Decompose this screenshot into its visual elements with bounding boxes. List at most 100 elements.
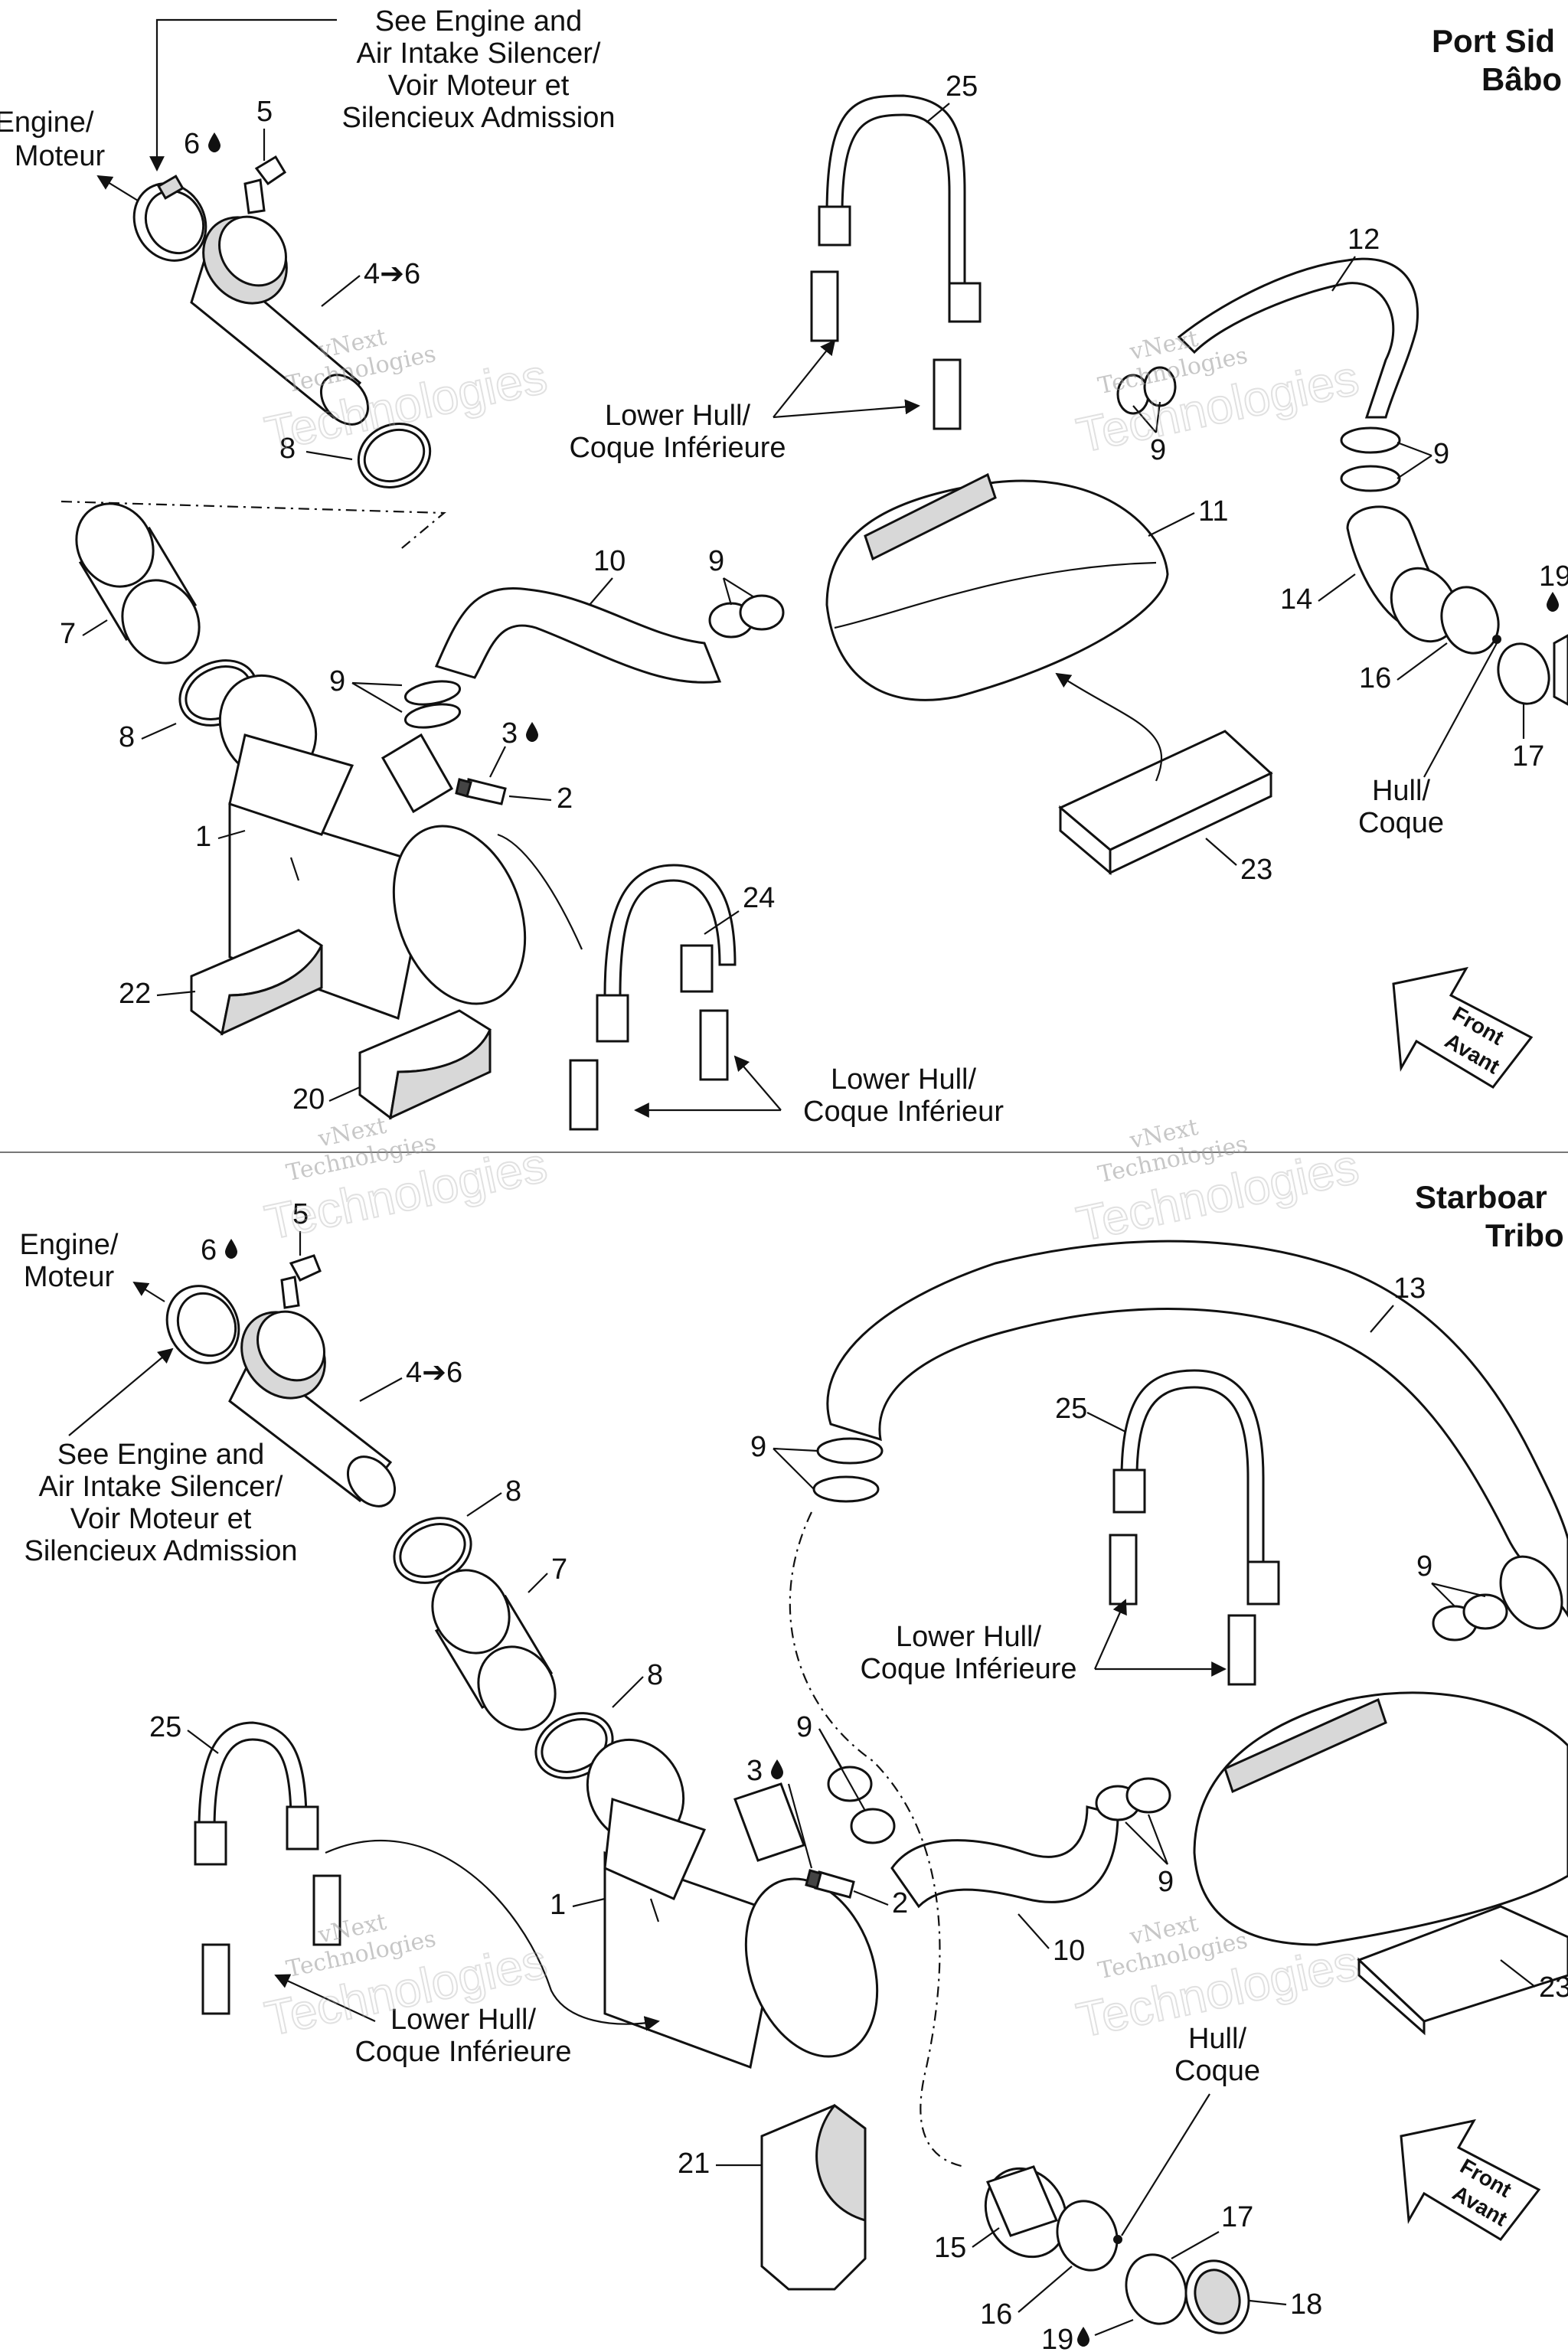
- svg-text:16: 16: [980, 2298, 1012, 2331]
- callouts-top: 5 6 4➔6 8 7 8 1 9 3 2 10 9 11 25 12 9: [60, 70, 1568, 1116]
- svg-text:14: 14: [1280, 583, 1312, 616]
- part-10-pipe-top: [434, 587, 722, 684]
- part-8-clamp-inner-top: [363, 428, 426, 483]
- hull-point-top: [1492, 635, 1501, 644]
- svg-text:1: 1: [550, 1889, 566, 1921]
- svg-text:9: 9: [1433, 438, 1449, 470]
- callouts-bottom: 5 6 4➔6 8 7 8 1 9 3 2 10 9 13 9 25 9: [149, 1198, 1568, 2352]
- part-8-clamp-inner-bottom: [399, 1523, 466, 1578]
- svg-text:25: 25: [946, 70, 978, 103]
- part-9-clamp-a-top: [403, 680, 462, 706]
- hull-label-top: Hull/ Coque: [1358, 775, 1444, 839]
- part-24-strap-top: [569, 864, 737, 1131]
- part-9-clamp-d-top: [739, 594, 785, 631]
- svg-text:Engine/: Engine/: [0, 106, 94, 139]
- svg-text:3: 3: [501, 717, 518, 750]
- part-7-sleeve-top: [75, 502, 201, 665]
- svg-text:Hull/: Hull/: [1372, 775, 1430, 807]
- part-4-hose-top: [190, 215, 370, 426]
- part-15-body-bottom: [985, 2165, 1059, 2237]
- lower-hull-label-mid: Lower Hull/ Coque Inférieur: [803, 1063, 1004, 1128]
- svg-text:Lower Hull/: Lower Hull/: [896, 1621, 1042, 1653]
- fluid-drop-icon: [208, 132, 220, 152]
- front-arrow-bottom: Front Avant: [1400, 2118, 1541, 2241]
- fluid-drop-icon: [771, 1759, 783, 1779]
- port-side-title-fr: Bâbo: [1481, 61, 1562, 97]
- svg-text:Silencieux Admission: Silencieux Admission: [24, 1535, 298, 1567]
- fluid-drop-icon: [1077, 2327, 1089, 2347]
- svg-text:8: 8: [505, 1475, 521, 1508]
- starboard-side-title-fr: Tribo: [1485, 1217, 1564, 1253]
- svg-text:2: 2: [557, 782, 573, 815]
- svg-text:8: 8: [279, 433, 296, 465]
- svg-text:24: 24: [743, 882, 775, 914]
- svg-text:See Engine and: See Engine and: [375, 5, 582, 38]
- hull-leader-top: [1423, 642, 1498, 778]
- svg-text:Coque Inférieure: Coque Inférieure: [569, 432, 786, 464]
- part-9-clamp-b-bottom: [850, 1808, 896, 1844]
- part-16-ring-bottom: [1056, 2200, 1119, 2272]
- part-25-brackets-top: [810, 270, 962, 430]
- svg-text:9: 9: [1158, 1866, 1174, 1898]
- part-23-pad-bottom: [1357, 1905, 1568, 2036]
- part-14-flange-top: [1390, 567, 1459, 643]
- svg-text:4➔6: 4➔6: [364, 258, 420, 290]
- part-2-sensor-top: [455, 778, 507, 805]
- svg-text:9: 9: [329, 665, 345, 697]
- part-11-waterbox-bottom: [1193, 1691, 1568, 1946]
- part-5-fitting-bottom: [280, 1254, 322, 1309]
- svg-text:See Engine and: See Engine and: [57, 1439, 264, 1471]
- svg-text:Coque: Coque: [1174, 2055, 1260, 2087]
- part-25-strap-bottom-right: [1109, 1369, 1280, 1686]
- see-engine-leader-top: [149, 18, 337, 172]
- part-20-support-top: [358, 1009, 492, 1120]
- svg-text:8: 8: [647, 1659, 663, 1691]
- part-9-clamp-d-bottom: [1125, 1777, 1171, 1814]
- lower-hull-label-bottom-right: Lower Hull/ Coque Inférieure: [860, 1621, 1076, 1685]
- part-4-hose-bottom: [228, 1310, 397, 1508]
- part-9-clamp-h-bottom: [1462, 1593, 1508, 1630]
- lower-hull-leader-d-mid: [733, 1055, 782, 1111]
- engine-leader-bottom: [132, 1281, 165, 1302]
- fluid-drop-icon: [1547, 592, 1559, 612]
- watermark-d: vNext Technologies Technologies: [1071, 1114, 1364, 1253]
- part-2-sensor-bottom: [805, 1869, 855, 1899]
- svg-text:9: 9: [708, 545, 724, 577]
- svg-text:8: 8: [119, 721, 135, 753]
- svg-text:Lower Hull/: Lower Hull/: [390, 2004, 537, 2036]
- svg-text:17: 17: [1512, 740, 1544, 773]
- svg-text:4➔6: 4➔6: [406, 1357, 462, 1389]
- engine-clamp-inner-bottom: [176, 1292, 237, 1357]
- svg-text:9: 9: [1416, 1550, 1432, 1583]
- svg-text:Moteur: Moteur: [24, 1261, 115, 1293]
- part-25-strap-bottom-left: [194, 1721, 341, 2015]
- svg-text:11: 11: [1198, 495, 1228, 528]
- svg-text:5: 5: [292, 1198, 309, 1230]
- see-engine-label-bottom: See Engine and Air Intake Silencer/ Voir…: [24, 1439, 298, 1567]
- svg-text:Hull/: Hull/: [1188, 2023, 1246, 2055]
- engine-label-top: Engine/ Moteur: [0, 106, 105, 172]
- svg-text:21: 21: [678, 2148, 710, 2180]
- part-11-waterbox-top: [825, 472, 1169, 701]
- svg-text:22: 22: [119, 978, 151, 1010]
- svg-text:Air Intake Silencer/: Air Intake Silencer/: [357, 38, 601, 70]
- svg-text:6: 6: [184, 128, 200, 160]
- part-23-leader-top: [1055, 672, 1162, 782]
- lower-hull-leader-a-top: [773, 339, 836, 418]
- front-arrow-top: Front Avant: [1392, 966, 1534, 1089]
- axis-line-top-left: [60, 500, 446, 552]
- svg-text:23: 23: [1539, 1971, 1568, 2004]
- fluid-drop-icon: [225, 1239, 237, 1259]
- svg-text:25: 25: [1055, 1393, 1087, 1425]
- svg-text:19: 19: [1041, 2324, 1073, 2352]
- svg-text:7: 7: [551, 1553, 567, 1586]
- svg-text:20: 20: [292, 1083, 325, 1116]
- svg-text:9: 9: [750, 1431, 766, 1463]
- svg-text:17: 17: [1221, 2201, 1253, 2233]
- hull-label-bottom: Hull/ Coque: [1174, 2023, 1260, 2087]
- svg-text:Silencieux Admission: Silencieux Admission: [342, 102, 616, 134]
- starboard-side-title: Starboar: [1415, 1179, 1547, 1215]
- part-8-clamp-lower-inner-bottom: [541, 1718, 608, 1773]
- svg-text:3: 3: [746, 1755, 763, 1787]
